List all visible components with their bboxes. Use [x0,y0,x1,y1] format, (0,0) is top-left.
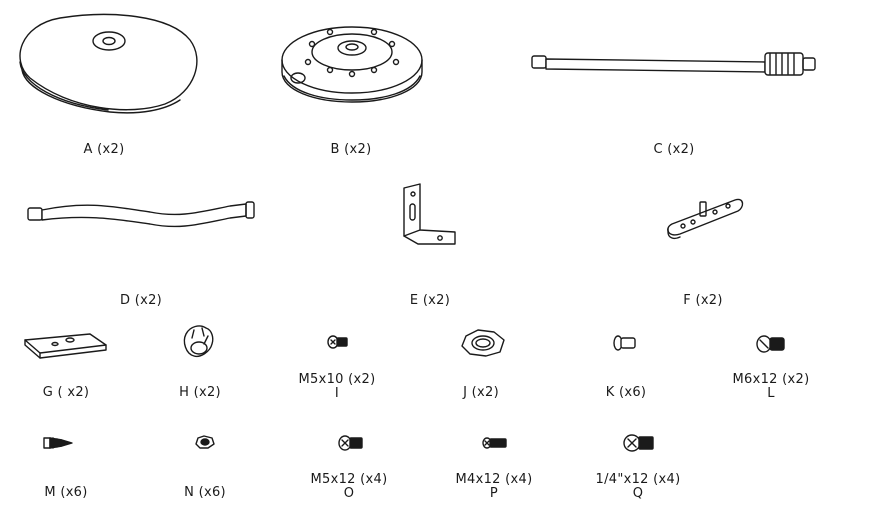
part-spec-q: 1/4"x12 (x4) [595,472,681,487]
screw-icon [338,435,363,451]
part-label-a: A (x2) [83,142,125,157]
part-label-b: B (x2) [330,142,372,157]
round-base-disc-icon [281,26,423,103]
straight-pole-icon [531,52,816,76]
part-letter-q: Q [632,486,644,501]
part-spec-p: M4x12 (x4) [455,472,533,487]
part-label-i: M5x10 (x2) I [299,373,376,401]
part-label-q: 1/4"x12 (x4) Q [596,473,681,501]
knob-icon [183,325,214,358]
part-spec-l: M6x12 (x2) [732,372,810,387]
screw-icon [623,434,654,452]
part-label-l: M6x12 (x2) L [733,373,810,401]
part-spec-o: M5x12 (x4) [310,472,388,487]
part-label-c: C (x2) [653,142,695,157]
part-letter-o: O [343,486,355,501]
wood-screw-icon [43,437,73,449]
part-label-j: J (x2) [463,385,499,400]
mounting-plate-icon [667,198,744,240]
part-label-h: H (x2) [179,385,221,400]
part-letter-p: P [489,486,499,501]
part-label-m: M (x6) [44,485,88,500]
part-label-e: E (x2) [409,293,451,308]
part-label-d: D (x2) [119,293,163,308]
pin-icon [613,335,636,351]
part-label-f: F (x2) [683,293,723,308]
square-plate-icon [24,333,107,359]
l-bracket-icon [403,183,456,245]
screw-icon [327,335,348,349]
curved-arm-icon [27,201,255,228]
part-spec-i: M5x10 (x2) [298,372,376,387]
part-label-o: M5x12 (x4) O [311,473,388,501]
oval-base-plate-icon [19,13,198,114]
bolt-icon [756,335,785,353]
small-nut-icon [195,435,215,449]
hex-nut-icon [461,329,505,357]
part-label-g: G ( x2) [42,385,90,400]
small-screw-icon [482,437,507,449]
part-label-k: K (x6) [605,385,647,400]
part-label-n: N (x6) [184,485,226,500]
part-letter-l: L [767,386,775,401]
part-letter-i: I [334,386,340,401]
part-label-p: M4x12 (x4) P [456,473,533,501]
